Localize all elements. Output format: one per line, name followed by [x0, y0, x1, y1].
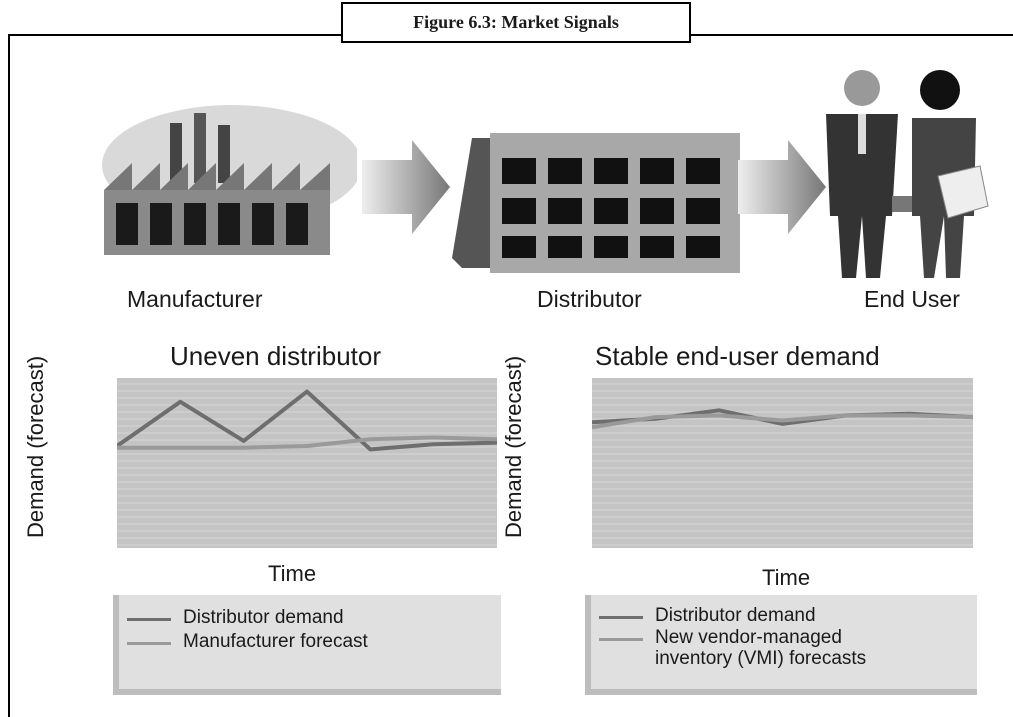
frame-top-left: [8, 34, 342, 36]
legend-swatch: [599, 616, 643, 619]
legend-swatch: [127, 642, 171, 645]
chart2-ylabel: Demand (forecast): [501, 356, 551, 538]
legend-label: New vendor-managed inventory (VMI) forec…: [655, 627, 867, 669]
legend-item: Manufacturer forecast: [127, 631, 368, 652]
distributor-label: Distributor: [537, 286, 642, 312]
series-line-2: [592, 413, 973, 430]
end-user-people-icon: [826, 70, 989, 278]
chart-title-stable: Stable end-user demand: [595, 341, 880, 371]
figure-caption: Figure 6.3: Market Signals: [341, 2, 691, 43]
legend-item: Distributor demand: [127, 607, 344, 628]
chart1-xlabel: Time: [268, 561, 317, 586]
chart1-ylabel-text: Demand (forecast): [23, 355, 48, 538]
chart1-legend: Distributor demand Manufacturer forecast: [113, 595, 501, 695]
legend-item: New vendor-managed inventory (VMI) forec…: [599, 627, 866, 669]
legend-item: Distributor demand: [599, 605, 816, 626]
legend-label: Manufacturer forecast: [183, 631, 368, 652]
series-line-2: [117, 435, 497, 450]
chart2-legend: Distributor demand New vendor-managed in…: [585, 595, 977, 695]
legend-swatch: [127, 618, 171, 621]
legend-label: Distributor demand: [655, 605, 816, 626]
chart1-plot: [117, 378, 497, 548]
arrow-right-icon: [362, 140, 450, 234]
legend-label: Distributor demand: [183, 607, 344, 628]
chart2-xlabel: Time: [762, 565, 811, 590]
frame-left: [8, 34, 10, 717]
end-user-label: End User: [864, 286, 960, 312]
manufacturer-label: Manufacturer: [127, 286, 263, 312]
frame-top-right: [690, 34, 1013, 36]
distributor-building-icon: [452, 133, 740, 273]
factory-icon: [102, 105, 357, 255]
chart-title-uneven: Uneven distributor: [170, 341, 381, 371]
legend-swatch: [599, 638, 643, 641]
arrow-right-icon-2: [738, 140, 826, 234]
series-line-1: [117, 389, 497, 452]
chart1-svg: [117, 383, 497, 546]
chart2-ylabel-text: Demand (forecast): [501, 355, 526, 538]
chart1-ylabel: Demand (forecast): [23, 356, 73, 538]
chart2-svg: [592, 383, 973, 546]
chart2-plot: [592, 378, 973, 548]
